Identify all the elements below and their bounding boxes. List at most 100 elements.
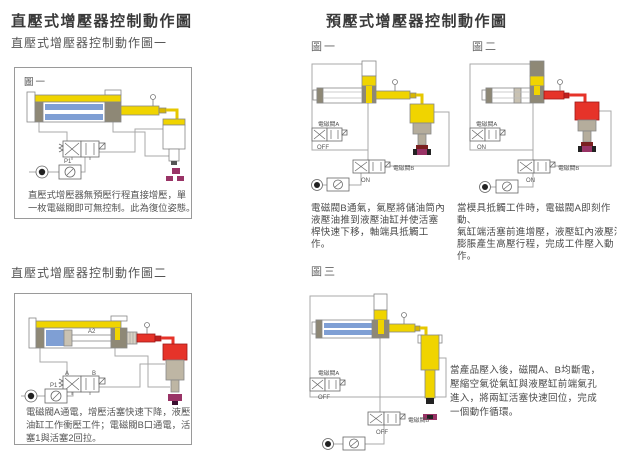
pipe-network xyxy=(469,63,612,188)
valve-a-state: ON xyxy=(477,145,486,151)
caption-line: 一枚電磁閥即可無控制。此為復位姿態。 xyxy=(28,202,191,213)
workpiece xyxy=(413,149,431,155)
press-cylinder xyxy=(409,103,435,149)
press-cylinder xyxy=(162,343,188,393)
pressure-gauge-icon xyxy=(144,322,150,334)
right-figure-3-label: 圖三 xyxy=(311,266,337,278)
figure-label: 圖一 xyxy=(24,77,47,88)
caption-line: 電磁閥B通氣，氣壓將儲油筒內 xyxy=(311,203,446,214)
air-cylinder xyxy=(312,87,363,104)
valve-b-state: ON xyxy=(526,178,535,184)
pressure-gauge-icon xyxy=(392,79,398,91)
left-figure-2-drawing: A2 xyxy=(21,315,190,443)
right-figure-3: 電磁閥A OFF 電磁閥B OFF xyxy=(308,278,448,460)
pressure-source xyxy=(479,181,491,193)
air-cylinder: A2 xyxy=(28,315,138,349)
workpiece xyxy=(423,414,437,420)
solenoid-valve-b: 電磁閥B ON xyxy=(352,159,414,184)
pressure-regulator xyxy=(326,177,350,192)
left-figure-2-box: A2 xyxy=(14,293,192,445)
right-figure-1-label: 圖一 xyxy=(311,41,337,53)
air-cylinder xyxy=(311,319,390,339)
pipe-network xyxy=(21,348,170,397)
port-a-label: A xyxy=(65,371,69,377)
port-b-label: B xyxy=(92,371,96,377)
pressure-regulator xyxy=(342,436,366,451)
solenoid-valve-a: 電磁閥A OFF xyxy=(309,369,346,401)
solenoid-valve xyxy=(58,140,106,160)
piston-rod xyxy=(375,90,417,100)
rod-label: A2 xyxy=(88,329,96,335)
pressure-source xyxy=(35,165,49,179)
press-cylinder xyxy=(574,101,600,146)
oil-chamber xyxy=(324,323,372,328)
p1-label: P1 xyxy=(64,159,72,165)
oil-pipe xyxy=(416,93,424,104)
right-figure-2-caption: 當模具抵觸工件時，電磁閥A即刻作動、 氣缸端活塞前進增壓，液壓缸內液壓油 膨脹產… xyxy=(457,203,617,263)
valve-b-label: 電磁閥B xyxy=(393,164,414,172)
air-cylinder xyxy=(481,87,531,104)
valve-b-state: ON xyxy=(361,178,370,184)
pressure-gauge-icon xyxy=(557,79,563,91)
pressure-regulator: P1 xyxy=(58,159,82,180)
right-figure-2-drawing: 電磁閥A ON 電磁閥B ON xyxy=(469,60,612,194)
oil-chamber xyxy=(324,330,372,335)
pressure-source xyxy=(311,179,323,191)
caption-line: 塞1與活塞2回拉。 xyxy=(26,432,101,443)
piston-rod xyxy=(136,333,162,343)
valve-b-label: 電磁閥B xyxy=(408,416,429,424)
air-cylinder xyxy=(26,89,122,123)
right-figure-3-drawing: 電磁閥A OFF 電磁閥B OFF xyxy=(309,293,447,451)
pressure-regulator xyxy=(495,179,519,194)
pressure-gauge-icon xyxy=(401,312,407,324)
oil-chamber xyxy=(45,104,103,110)
caption-line: 液壓油推到液壓油缸并使活塞 xyxy=(311,215,439,226)
solenoid-valve: A B xyxy=(58,371,106,395)
pressure-regulator: P1 xyxy=(44,383,68,404)
p1-label: P1 xyxy=(50,383,58,389)
caption-line: 壓縮空氣從氣缸與液壓缸前端氣孔 xyxy=(450,379,598,390)
oil-chamber xyxy=(45,114,103,120)
pressure-gauge-icon xyxy=(150,94,156,106)
oil-pipe xyxy=(420,326,428,335)
pipe-network xyxy=(311,63,450,186)
solenoid-valve-a: 電磁閥A ON xyxy=(469,120,506,151)
caption-line: 膨脹產生高壓行程，完成工件壓入動作。 xyxy=(457,239,614,262)
oil-pipe xyxy=(161,336,175,344)
piston xyxy=(46,330,64,346)
left-title: 直壓式增壓器控制動作圖 xyxy=(11,13,193,30)
right-figure-1: 電磁閥A OFF 電磁閥B ON xyxy=(310,50,455,202)
caption-line: 進入，將兩缸活塞快速回位，完成 xyxy=(450,393,598,404)
oil-passage xyxy=(378,320,384,334)
valve-a-state: OFF xyxy=(317,145,329,151)
valve-a-label: 電磁閥A xyxy=(318,369,339,377)
workpiece xyxy=(578,146,596,152)
piston-rod xyxy=(543,90,570,100)
caption-line: 直壓式增壓器無預壓行程直接增壓，單 xyxy=(28,189,186,200)
valve-a-state: OFF xyxy=(318,395,330,401)
pressure-source xyxy=(24,389,38,403)
caption-line: 氣缸端活塞前進增壓，液壓缸內液壓油 xyxy=(457,227,617,238)
press-cylinder xyxy=(417,334,443,404)
solenoid-valve-b: 電磁閥B OFF xyxy=(367,411,429,436)
left-figure-1-drawing: 圖一 xyxy=(24,77,191,213)
left-figure-1-box: 圖一 xyxy=(14,67,192,219)
caption-line: 當產品壓入後，磁閥A、B均斷電， xyxy=(450,365,601,376)
right-figure-1-caption: 電磁閥B通氣，氣壓將儲油筒內 液壓油推到液壓油缸并使活塞 桿快速下移，軸端具抵觸… xyxy=(311,203,446,251)
solenoid-valve-a: 電磁閥A OFF xyxy=(311,120,348,151)
piston-rod xyxy=(388,323,421,333)
workpiece xyxy=(166,168,184,181)
oil-pipe xyxy=(569,93,587,102)
pipe-network xyxy=(29,122,169,173)
valve-b-label: 電磁閥B xyxy=(558,164,579,172)
oil-reservoir-tower xyxy=(529,60,545,104)
valve-a-label: 電磁閥A xyxy=(476,120,497,128)
workpiece xyxy=(168,394,182,405)
press-cylinder xyxy=(162,118,186,165)
right-figure-1-drawing: 電磁閥A OFF 電磁閥B ON xyxy=(311,60,450,192)
valve-b-state: OFF xyxy=(376,430,388,436)
right-figure-2: 電磁閥A ON 電磁閥B ON xyxy=(468,50,617,202)
left-subtitle-1: 直壓式增壓器控制動作圖一 xyxy=(11,36,168,50)
caption-line: 一個動作循環。 xyxy=(450,407,519,418)
caption-line: 油缸工作衝壓工件；電磁閥B口通電，活 xyxy=(26,419,190,430)
